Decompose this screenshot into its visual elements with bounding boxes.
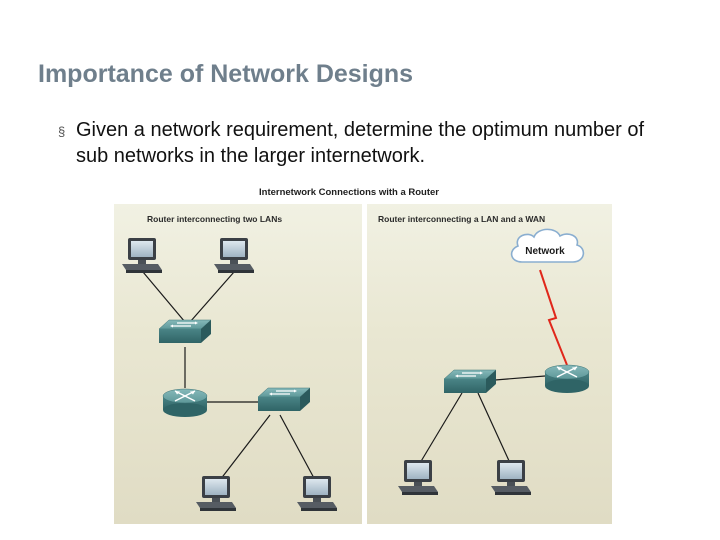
figure-title: Internetwork Connections with a Router xyxy=(259,187,439,198)
switch-icon xyxy=(443,369,497,394)
computer-icon xyxy=(398,460,438,495)
slide-title: Importance of Network Designs xyxy=(38,60,414,88)
switch-icon xyxy=(257,387,311,412)
right-panel-title: Router interconnecting a LAN and a WAN xyxy=(378,214,546,224)
wan-link xyxy=(539,269,568,366)
bullet-marker-icon: § xyxy=(58,124,66,139)
router-icon xyxy=(544,364,590,394)
left-panel-title: Router interconnecting two LANs xyxy=(147,214,283,224)
computer-icon xyxy=(122,238,162,273)
computer-icon xyxy=(297,476,337,511)
cloud-label: Network xyxy=(525,246,565,257)
bullet-text: Given a network requirement, determine t… xyxy=(76,119,645,167)
bullet-point: § Given a network requirement, determine… xyxy=(58,117,678,169)
network-cloud-icon: Network xyxy=(510,228,585,263)
computer-icon xyxy=(214,238,254,273)
router-icon xyxy=(162,388,208,418)
computer-icon xyxy=(196,476,236,511)
switch-icon xyxy=(158,319,212,344)
right-links xyxy=(419,375,546,464)
computer-icon xyxy=(491,460,531,495)
left-links xyxy=(142,271,316,481)
